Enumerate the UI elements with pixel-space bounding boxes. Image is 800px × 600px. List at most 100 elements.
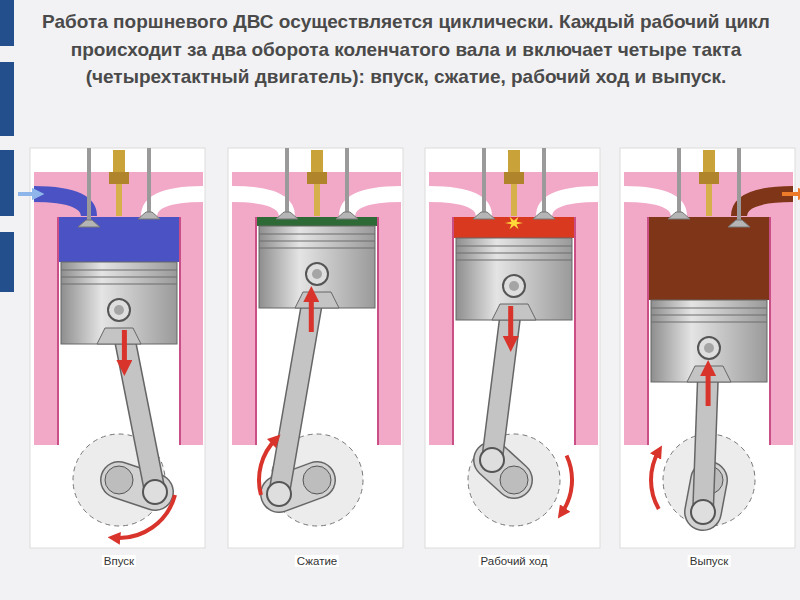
piston-pin <box>503 275 525 297</box>
piston <box>61 262 177 344</box>
crank-disc <box>468 434 560 526</box>
gas-charge <box>648 217 770 300</box>
exhaust-port <box>149 194 203 216</box>
intake-flow-arrow <box>18 192 38 196</box>
panel <box>30 148 205 548</box>
engine-cylinder <box>228 148 403 548</box>
motion-arrow <box>706 368 711 406</box>
piston-skirt-cut <box>295 292 339 308</box>
piston <box>456 238 572 320</box>
spark-plug <box>508 150 520 174</box>
gas-charge <box>453 217 575 238</box>
piston-pin <box>114 305 124 315</box>
gas-charge <box>256 217 378 226</box>
cylinder-head <box>34 172 203 217</box>
wall-edge <box>574 217 576 445</box>
exhaust-port <box>544 194 598 216</box>
motion-arrow <box>309 294 314 332</box>
rotation-arrow <box>114 495 175 538</box>
slide-bar <box>0 0 14 46</box>
piston-pin <box>312 269 322 279</box>
piston-pin <box>108 299 130 321</box>
wall-edge <box>452 217 454 445</box>
piston-ring <box>61 284 177 285</box>
piston-ring <box>61 277 177 278</box>
stroke-caption: Рабочий ход <box>479 555 550 567</box>
exhaust-port <box>739 194 793 216</box>
valve-head <box>336 212 358 219</box>
main-journal <box>303 466 331 494</box>
valve-head <box>728 220 750 227</box>
piston-pin <box>698 337 720 359</box>
panel <box>425 148 600 548</box>
rotation-arrow <box>651 451 659 509</box>
spark-plug-tip <box>706 184 712 216</box>
valve-head <box>533 212 555 219</box>
cylinder-bore <box>58 217 180 445</box>
piston-ring <box>259 234 375 235</box>
intake-port <box>34 194 89 216</box>
piston-pin <box>509 281 519 291</box>
spark-plug-nut <box>307 172 327 184</box>
motion-arrow <box>122 330 127 368</box>
valve-head <box>78 220 100 227</box>
piston-pin <box>306 263 328 285</box>
wall-edge <box>377 217 379 445</box>
slide-bar <box>0 62 14 136</box>
engine-cylinder <box>620 148 800 548</box>
intake-port <box>429 194 484 216</box>
wall-edge <box>647 217 649 445</box>
spark-plug-tip <box>116 184 122 216</box>
piston-ring <box>651 308 767 309</box>
cylinder-head <box>232 172 401 217</box>
spark-plug <box>703 150 715 174</box>
rotation-arrow <box>259 439 276 495</box>
crank-pin <box>480 448 504 472</box>
spark-plug-tip <box>314 184 320 216</box>
valve-stem <box>482 148 486 214</box>
spark-plug <box>311 150 323 174</box>
rotation-arrow <box>562 455 572 513</box>
wall-edge <box>255 217 257 445</box>
wall-edge <box>179 217 181 445</box>
crank-pin <box>691 500 715 524</box>
spark-plug-nut <box>699 172 719 184</box>
cylinder-head <box>429 172 598 217</box>
piston-skirt-cut <box>97 328 141 344</box>
valve-stem <box>737 148 741 222</box>
valve-stem <box>345 148 349 214</box>
valve-stem <box>542 148 546 214</box>
cylinder-head <box>624 172 793 217</box>
valve-head <box>668 212 690 219</box>
piston-pin <box>704 343 714 353</box>
piston-skirt-cut <box>492 304 536 320</box>
stroke-caption: Сжатие <box>295 555 339 567</box>
gas-charge <box>58 217 180 262</box>
spark <box>505 217 523 229</box>
stroke-caption: Впуск <box>102 555 136 567</box>
wall-edge <box>769 217 771 445</box>
main-journal <box>105 466 133 494</box>
slide-title: Работа поршневого ДВС осуществляется цик… <box>24 8 788 91</box>
valve-stem <box>87 148 91 222</box>
piston-ring <box>259 241 375 242</box>
valve-stem <box>677 148 681 214</box>
spark-plug-tip <box>511 184 517 216</box>
piston <box>259 226 375 308</box>
valve-stem <box>147 148 151 214</box>
engine-cylinder <box>425 148 600 548</box>
piston-ring <box>456 253 572 254</box>
valve-head <box>473 212 495 219</box>
exhaust-flow-arrow <box>782 192 800 196</box>
intake-port <box>232 194 287 216</box>
valve-stem <box>285 148 289 214</box>
piston-ring <box>651 315 767 316</box>
intake-port <box>624 194 679 216</box>
piston-ring <box>651 322 767 323</box>
spark-plug-nut <box>109 172 129 184</box>
panel <box>620 148 795 548</box>
wall-edge <box>57 217 59 445</box>
spark-plug-nut <box>504 172 524 184</box>
